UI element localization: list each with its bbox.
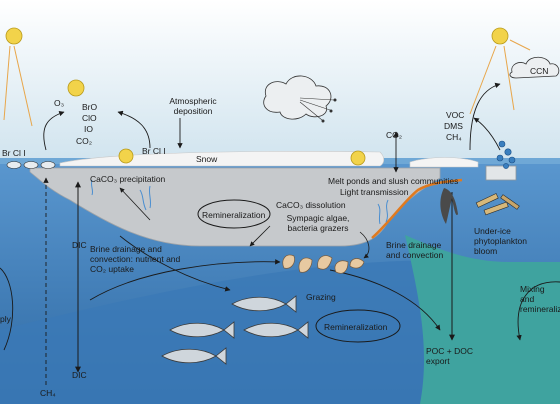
ice-algae-layer xyxy=(371,178,463,239)
mixing-remineralization-label: Mixing and remineralization xyxy=(520,284,560,314)
clo-label: ClO xyxy=(82,113,97,123)
fish-icon xyxy=(161,347,227,365)
right-snow-patch xyxy=(409,157,479,168)
co2-air-right-label: CO₂ xyxy=(386,130,403,140)
brine-drainage-left-label: Brine drainage and convection: nutrient … xyxy=(90,244,181,274)
dic-lower-label: DIC xyxy=(72,370,87,380)
remineralization-water-label: Remineralization xyxy=(324,322,388,332)
brine-channels xyxy=(90,179,389,225)
gas-bubbles xyxy=(496,140,516,169)
frost-flower xyxy=(40,161,56,169)
frost-flower xyxy=(23,161,39,169)
co2-air-left-label: CO₂ xyxy=(76,136,93,146)
frost-flower xyxy=(6,161,22,169)
ice-algae-strand xyxy=(440,188,458,224)
atmospheric-deposition-label: Atmospheric deposition xyxy=(169,96,217,116)
voc-label: VOC xyxy=(446,110,465,120)
snow-layer xyxy=(59,151,385,167)
diatom-icons xyxy=(475,193,520,216)
caco3-precipitation-label: CaCO₃ precipitation xyxy=(90,174,166,184)
sun-icon xyxy=(3,27,33,127)
brine-drainage-right-label: Brine drainage and convection xyxy=(386,240,444,260)
mixing-region xyxy=(405,235,560,404)
ice-internal-arrows xyxy=(119,187,370,259)
ice-floe xyxy=(485,165,517,181)
krill-icons xyxy=(282,254,365,274)
poc-doc-export-label: POC + DOC export xyxy=(426,346,473,366)
dic-upper-label: DIC xyxy=(72,240,87,250)
ozone-label: O₃ xyxy=(54,98,65,108)
sun-icon xyxy=(469,27,531,115)
ch4-bottom-label: CH₄ xyxy=(40,388,56,398)
caco3-dissolution-label: CaCO₃ dissolution xyxy=(276,200,346,210)
remineralization-loop-water xyxy=(315,309,401,343)
under-ice-bloom-label: Under-ice phytoplankton bloom xyxy=(474,226,527,256)
halogen-label-left: Br Cl I xyxy=(2,148,26,158)
cloud-icon xyxy=(509,56,560,79)
ch4-air-label: CH₄ xyxy=(446,132,462,142)
io-label: IO xyxy=(84,124,93,134)
circulation-arrows xyxy=(0,235,560,351)
fish-icon xyxy=(231,295,297,313)
sun-icon xyxy=(118,148,134,164)
snow-label: Snow xyxy=(196,154,218,164)
cloud-icon xyxy=(263,75,332,120)
sun-icon xyxy=(350,150,366,166)
light-transmission-label: Light transmission xyxy=(340,187,409,197)
sun-icon xyxy=(67,79,85,97)
remineralization-ice-label: Remineralization xyxy=(202,210,266,220)
sympagic-algae-label: Sympagic algae, bacteria grazers xyxy=(286,213,350,233)
left-edge-label: ply xyxy=(0,314,11,324)
melt-ponds-label: Melt ponds and slush communities xyxy=(328,176,459,186)
fish-icon xyxy=(169,321,235,339)
halogen-label-mid: Br Cl I xyxy=(142,146,166,156)
bro-label: BrO xyxy=(82,102,98,112)
aerosol-dots xyxy=(299,97,337,123)
fish-icon xyxy=(243,321,309,339)
grazing-label: Grazing xyxy=(306,292,336,302)
ccn-label: CCN xyxy=(530,66,549,76)
dms-label: DMS xyxy=(444,121,463,131)
remineralization-loop-ice xyxy=(197,199,271,229)
atmosphere-arrows xyxy=(43,82,501,173)
